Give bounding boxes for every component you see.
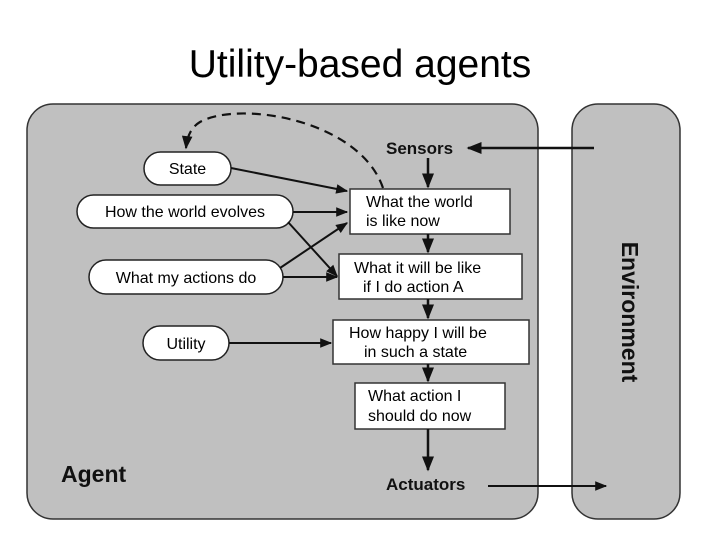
box-line-2: in such a state — [364, 344, 467, 361]
process-box-decide: What action I should do now — [354, 382, 506, 430]
slide-title: Utility-based agents — [188, 43, 532, 86]
box-line-1: How happy I will be — [349, 325, 487, 342]
process-box-happy: How happy I will be in such a state — [332, 319, 530, 365]
process-box-predict: What it will be like if I do action A — [338, 253, 523, 300]
box-line-1: What it will be like — [354, 260, 481, 277]
knowledge-oval-utility: Utility — [142, 325, 230, 361]
environment-label: Environment — [617, 242, 643, 383]
oval-label: How the world evolves — [105, 204, 265, 221]
box-line-1: What action I — [368, 388, 461, 405]
knowledge-arrows — [229, 167, 349, 348]
knowledge-oval-actions: What my actions do — [88, 259, 284, 295]
box-line-2: if I do action A — [363, 279, 464, 296]
oval-label: State — [169, 161, 206, 178]
process-box-now: What the world is like now — [349, 188, 511, 235]
oval-label: What my actions do — [116, 270, 257, 287]
actuators-label: Actuators — [386, 475, 465, 494]
knowledge-oval-state: State — [143, 151, 232, 186]
agent-panel — [26, 103, 539, 520]
environment-panel — [571, 103, 681, 520]
arrow-evolves-to-predict — [287, 221, 338, 277]
sensors-label: Sensors — [386, 139, 453, 158]
oval-label: Utility — [166, 336, 205, 353]
agent-label: Agent — [61, 461, 127, 487]
arrow-state-to-now — [230, 167, 349, 194]
box-line-1: What the world — [366, 194, 473, 211]
state-update-arc — [181, 112, 385, 189]
arrow-actions-to-now — [279, 222, 348, 269]
knowledge-oval-evolves: How the world evolves — [76, 194, 294, 229]
box-line-2: is like now — [366, 213, 440, 230]
box-line-2: should do now — [368, 408, 472, 425]
